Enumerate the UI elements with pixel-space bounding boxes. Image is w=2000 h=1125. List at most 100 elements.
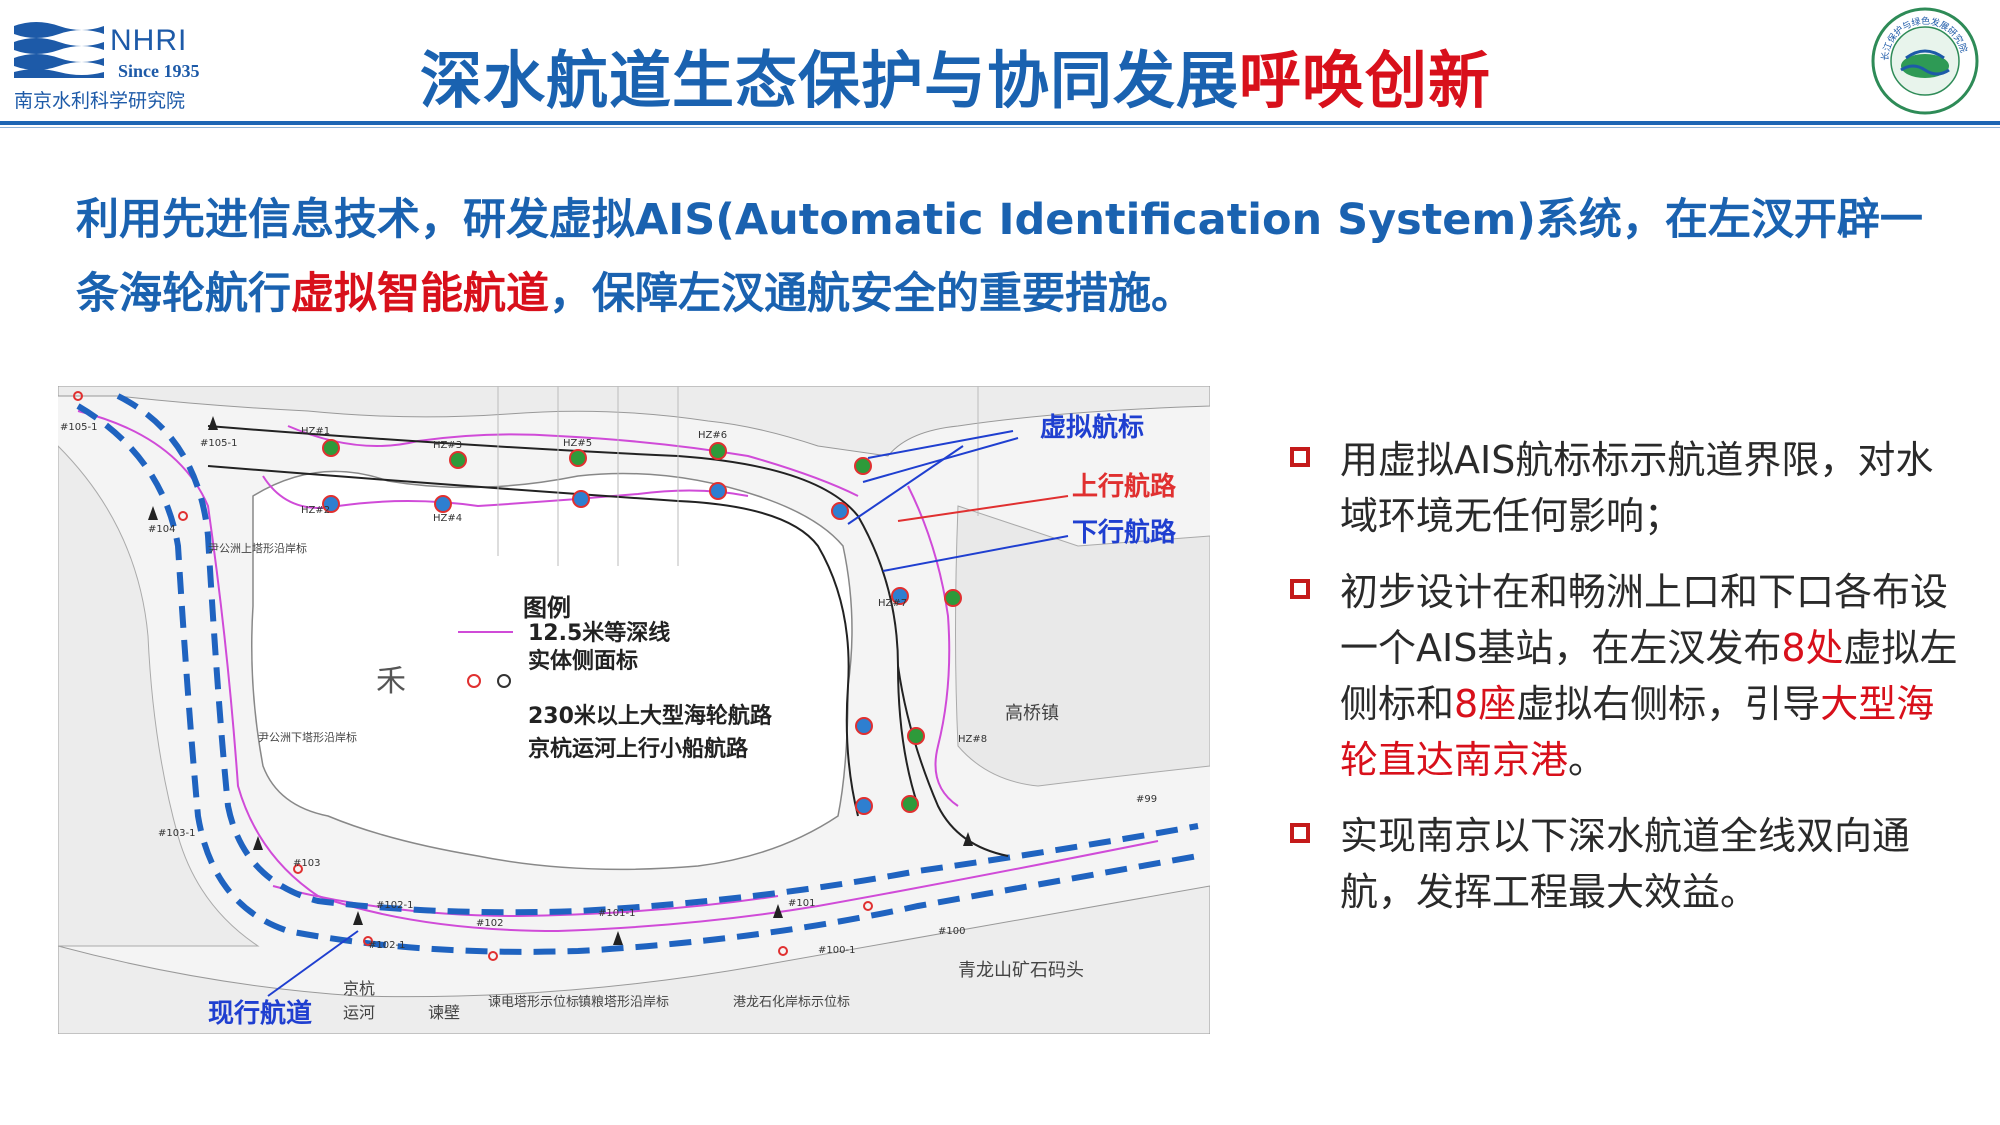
marker-codes: #105-1 #105-1 #103-1 #103 #102-1 #102 #1… [60, 422, 1157, 956]
bullet-2-seg-2: 8处 [1781, 626, 1844, 670]
virtual-marker-right [855, 717, 873, 735]
label-ganglong: 港龙石化岸标示位标 [733, 995, 850, 1010]
callout-upstream: 上行航路 [1072, 471, 1177, 502]
callout-current-channel: 现行航道 [208, 998, 312, 1029]
virtual-marker-right [709, 482, 727, 500]
bullet-box-icon [1290, 579, 1310, 599]
callout-current-channel-line [267, 930, 359, 997]
virtual-marker-right [891, 587, 909, 605]
virtual-marker-right [831, 502, 849, 520]
label-yunhe: 运河 [343, 1003, 375, 1022]
svg-text:#104: #104 [148, 524, 175, 535]
virtual-marker-right [322, 495, 340, 513]
page-title: 深水航道生态保护与协同发展呼唤创新 [420, 30, 1491, 120]
svg-text:#101-1: #101-1 [598, 908, 635, 919]
bullet-list: 用虚拟AIS航标标示航道界限，对水域环境无任何影响； 初步设计在和畅洲上口和下口… [1290, 432, 1960, 940]
svg-text:#99: #99 [1136, 794, 1157, 805]
virtual-marker-right [855, 797, 873, 815]
svg-text:HZ#6: HZ#6 [698, 430, 727, 441]
virtual-marker-left [449, 451, 467, 469]
wave-logo-icon [14, 22, 104, 78]
svg-text:HZ#1: HZ#1 [301, 426, 330, 437]
bullet-3-text: 实现南京以下深水航道全线双向通航，发挥工程最大效益。 [1340, 814, 1911, 914]
svg-text:HZ#3: HZ#3 [433, 440, 462, 451]
svg-text:HZ#8: HZ#8 [958, 734, 987, 745]
header-divider-thin [0, 127, 2000, 128]
label-qinglongshan: 青龙山矿石码头 [958, 960, 1084, 981]
svg-text:HZ#4: HZ#4 [433, 513, 462, 524]
map-label-he: 禾 [376, 664, 406, 699]
callout-downstream-line [882, 535, 1069, 572]
svg-text:#105-1: #105-1 [200, 438, 237, 449]
virtual-marker-right [434, 495, 452, 513]
bullet-1-text: 用虚拟AIS航标标示航道界限，对水域环境无任何影响； [1340, 438, 1934, 538]
institute-seal-icon: 长江保护与绿色发展研究院 [1871, 7, 1979, 115]
bullet-2-seg-7: 。 [1568, 738, 1607, 782]
island-outline [251, 470, 853, 871]
svg-text:HZ#7: HZ#7 [878, 598, 907, 609]
bullet-2-seg-5: 虚拟右侧标，引导 [1516, 682, 1821, 726]
virtual-marker-left [901, 795, 919, 813]
svg-text:#100: #100 [938, 926, 965, 937]
intro-highlight: 虚拟智能航道 [291, 269, 549, 319]
legend-large-ship-label: 230米以上大型海轮航路 [528, 703, 773, 729]
virtual-channel-lines [207, 425, 1009, 857]
legend-physical-label: 实体侧面标 [528, 648, 638, 674]
virtual-marker-right [572, 490, 590, 508]
intro-text: 利用先进信息技术，研发虚拟AIS(Automatic Identificatio… [76, 183, 1926, 331]
callout-upstream-line [897, 495, 1069, 522]
virtual-marker-left [907, 727, 925, 745]
label-yingong-lower: 尹公洲下塔形沿岸标 [258, 730, 357, 744]
south-bank [58, 885, 1210, 1034]
org-since: Since 1935 [118, 61, 200, 81]
virtual-marker-left [322, 439, 340, 457]
legend-contour-label: 12.5米等深线 [528, 620, 670, 646]
intro-part1: 利用先进信息技术，研发虚拟AIS(Automatic Identificatio… [76, 195, 1923, 319]
callout-downstream: 下行航路 [1072, 517, 1177, 548]
virtual-markers [322, 439, 962, 815]
legend-title: 图例 [523, 594, 571, 622]
org-abbreviation: NHRI [110, 24, 188, 57]
bullet-2-seg-6: 大型海轮直达南京港 [1340, 682, 1935, 782]
virtual-marker-left [709, 442, 727, 460]
svg-text:HZ#2: HZ#2 [301, 505, 330, 516]
legend-small-boat-label: 京杭运河上行小船航路 [528, 736, 749, 762]
label-jianbi-tower: 谏电塔形示位标 [488, 995, 579, 1010]
virtual-marker-left [569, 449, 587, 467]
bullet-2-seg-1: 初步设计在和畅洲上口和下口各布设一个AIS基站，在左汊发布 [1340, 570, 1949, 670]
header-divider [0, 121, 2000, 125]
svg-text:#105-1: #105-1 [60, 422, 97, 433]
red-shore-markers [73, 391, 873, 961]
label-zhenliang-tower: 镇粮塔形沿岸标 [578, 995, 669, 1010]
nhri-logo: NHRI Since 1935 南京水利科学研究院 [14, 18, 214, 113]
bullet-item-2: 初步设计在和畅洲上口和下口各布设一个AIS基站，在左汊发布8处虚拟左侧标和8座虚… [1290, 564, 1960, 788]
current-channel-lines [76, 393, 1199, 955]
label-jianbi: 谏壁 [428, 1003, 460, 1022]
virtual-marker-left [854, 457, 872, 475]
bullet-2-seg-4: 8座 [1454, 682, 1517, 726]
legend-red-icon [467, 674, 481, 688]
title-accent: 呼唤创新 [1239, 44, 1492, 117]
callout-virtual-marker: 虚拟航标 [1040, 412, 1144, 443]
title-main: 深水航道生态保护与协同发展 [420, 44, 1240, 117]
bullet-item-1: 用虚拟AIS航标标示航道界限，对水域环境无任何影响； [1290, 432, 1960, 544]
east-bank [955, 505, 1210, 787]
channel-map: 图例 12.5米等深线 实体侧面标 230米以上大型海轮航路 京杭运河上行小船航… [58, 386, 1210, 1034]
virtual-marker-left [944, 589, 962, 607]
svg-text:#100-1: #100-1 [818, 945, 855, 956]
org-name-cn: 南京水利科学研究院 [14, 90, 186, 112]
svg-text:#101: #101 [788, 898, 815, 909]
bullet-box-icon [1290, 823, 1310, 843]
label-gaoqiao: 高桥镇 [1005, 703, 1059, 724]
bullet-2-seg-3: 虚拟左侧标和 [1340, 626, 1958, 726]
svg-text:#102: #102 [476, 918, 503, 929]
svg-text:#103: #103 [293, 858, 320, 869]
north-bank [58, 386, 1210, 457]
legend-black-icon [497, 674, 511, 688]
intro-part2: ，保障左汊通航安全的重要措施。 [549, 269, 1194, 319]
bullet-box-icon [1290, 447, 1310, 467]
west-bank [58, 445, 260, 947]
svg-text:HZ#5: HZ#5 [563, 438, 592, 449]
label-yingong-upper: 尹公洲上塔形沿岸标 [208, 541, 307, 555]
callout-virtual-marker-lines [847, 430, 1019, 525]
